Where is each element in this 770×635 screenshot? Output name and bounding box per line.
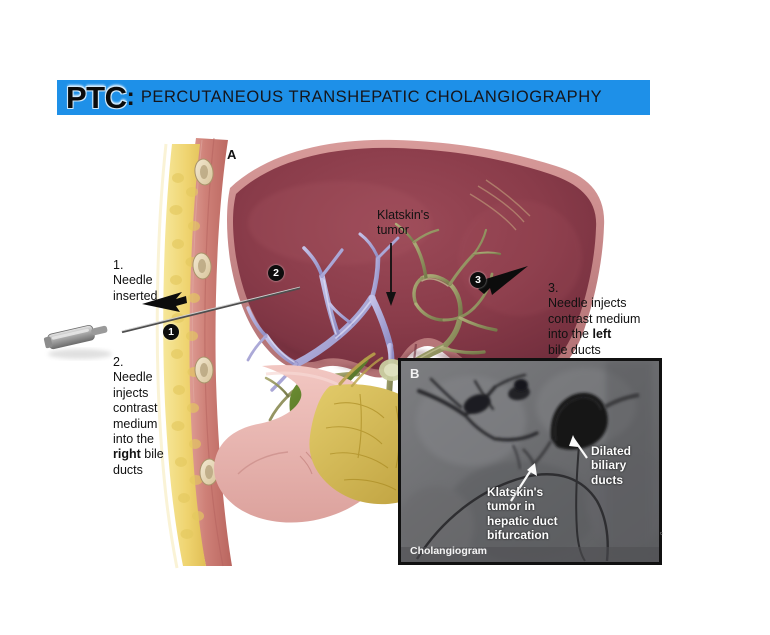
left-duct-arrow [476, 266, 528, 295]
klatskin-tumor-label: Klatskin's tumor [377, 208, 430, 238]
panel-letter-a: A [227, 147, 237, 162]
title-abbreviation: PTC [66, 80, 127, 115]
klatskin-tumor-arrow [386, 243, 396, 306]
cholangiogram-xray-svg [401, 361, 659, 562]
dilated-biliary-duct-shadow [550, 392, 608, 450]
marker-3: 3 [470, 272, 486, 288]
callout-right-bile-ducts: 2. Needle injects contrast medium into t… [113, 355, 183, 478]
title-colon: : [126, 83, 135, 111]
marker-1: 1 [163, 324, 179, 340]
title-full-text: PERCUTANEOUS TRANSHEPATIC CHOLANGIOGRAPH… [140, 88, 603, 107]
needle-entry-arrow [142, 292, 187, 312]
callout-3-emphasis: left [592, 327, 612, 342]
marker-2: 2 [268, 265, 284, 281]
pointer-klatskin-tumor [510, 466, 534, 502]
callout-3-text-after: bile ducts [548, 342, 601, 357]
needle-syringe [43, 286, 301, 359]
callout-left-bile-ducts: 3. Needle injects contrast medium into t… [548, 281, 698, 358]
callout-needle-inserted: 1. Needle inserted [113, 258, 158, 303]
liver [227, 139, 605, 387]
callout-2-text-after: bile ducts [113, 447, 164, 477]
callout-2-emphasis: right [113, 447, 141, 462]
skin-edge [155, 143, 179, 569]
label-klatskin-tumor-bifurcation: Klatskin's tumor in hepatic duct bifurca… [487, 485, 558, 543]
callout-2-text-before: 2. Needle injects contrast medium into t… [113, 355, 158, 446]
title-banner: PTC : PERCUTANEOUS TRANSHEPATIC CHOLANGI… [57, 80, 650, 115]
label-dilated-biliary-ducts: Dilated biliary ducts [591, 444, 632, 487]
anatomical-illustration-panel-a [0, 118, 770, 598]
rib-cross-sections [192, 158, 219, 486]
panel-letter-b: B [410, 366, 420, 381]
callout-3-text-before: 3. Needle injects contrast medium into t… [548, 281, 641, 342]
cholangiogram-inset-panel-b: B Dilated biliary ducts Klatskin's tumor… [398, 358, 662, 565]
catheter-line [415, 473, 609, 562]
illustration-svg [43, 137, 605, 569]
cholangiogram-caption: Cholangiogram [410, 545, 488, 557]
stray-artifact-mark: ▫ [660, 528, 664, 538]
subcutaneous-fat-layer [163, 144, 206, 566]
